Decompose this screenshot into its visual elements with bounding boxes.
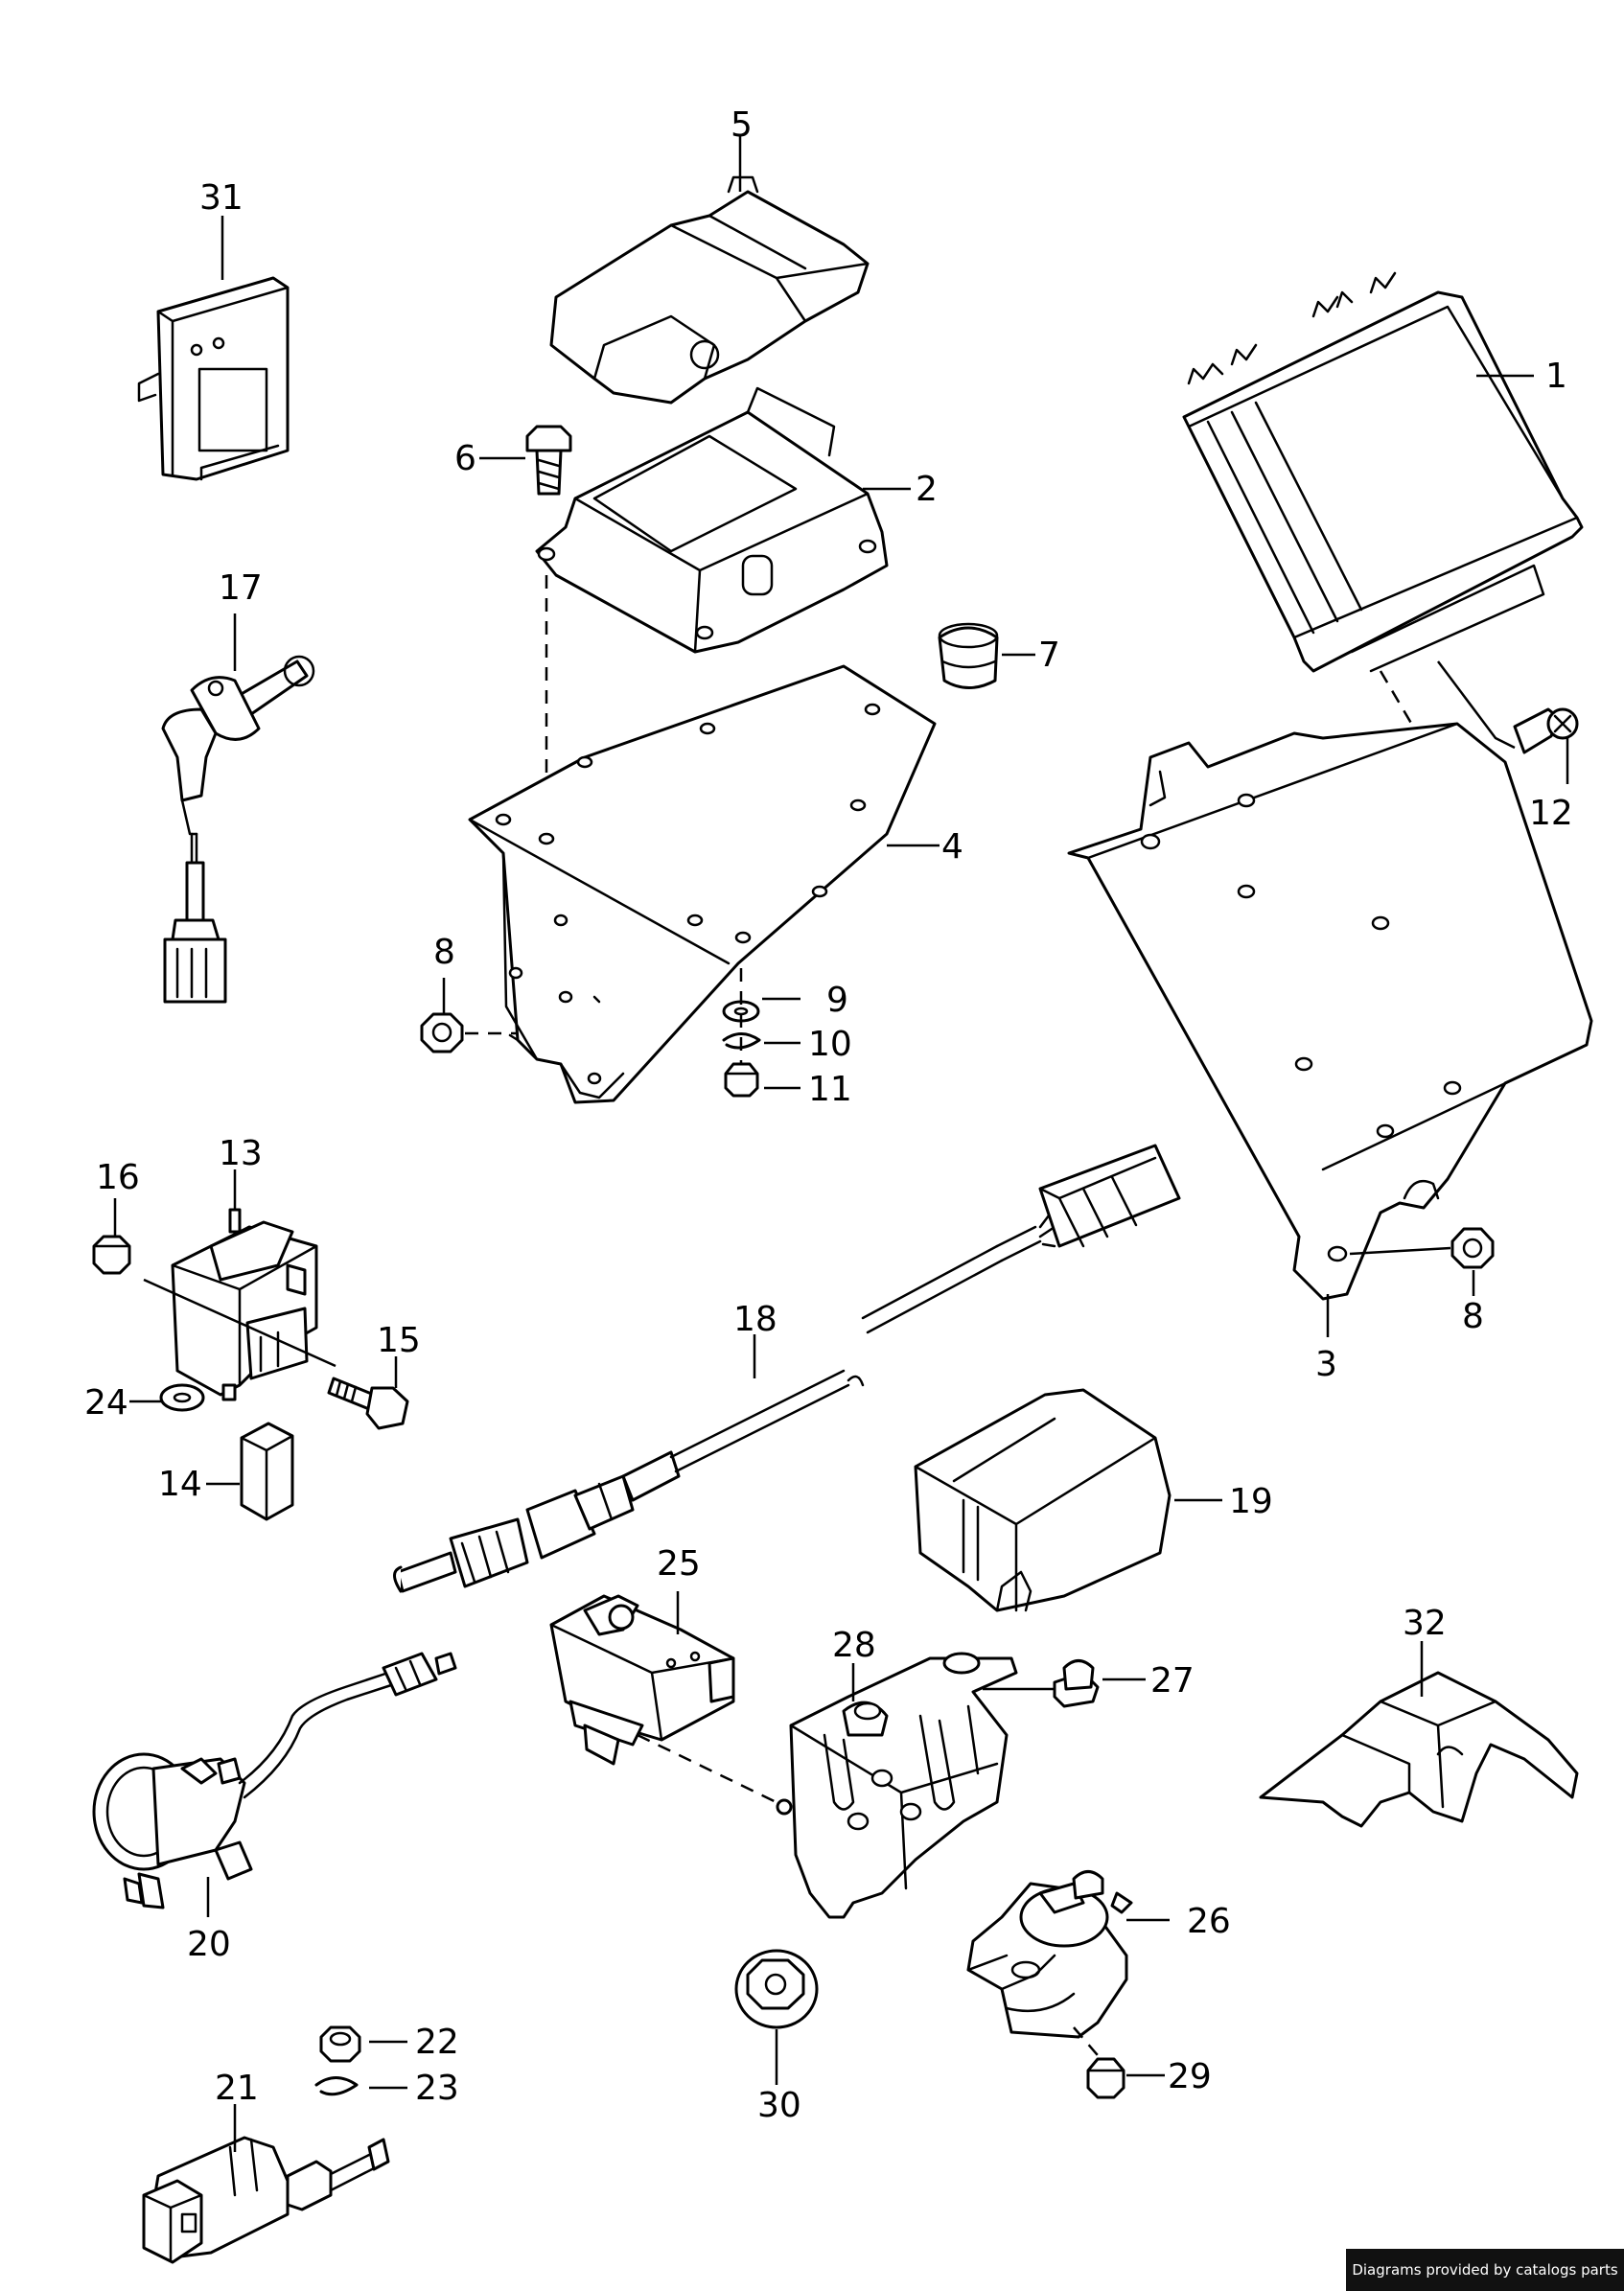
callout-7: 7 <box>1038 636 1060 675</box>
part-20-vacuum-unit <box>92 1652 457 1909</box>
callout-4: 4 <box>941 827 963 867</box>
part-22-nut <box>319 2025 361 2063</box>
part-16-nut <box>92 1235 131 1275</box>
part-19-module <box>914 1388 1172 1612</box>
callout-20: 20 <box>187 1925 231 1964</box>
callout-29: 29 <box>1168 2057 1212 2096</box>
part-4-bracket <box>468 664 937 1104</box>
callout-6: 6 <box>454 439 476 478</box>
part-13-valve <box>171 1208 318 1401</box>
callout-21: 21 <box>215 2069 259 2108</box>
callout-2: 2 <box>916 470 938 509</box>
callout-30: 30 <box>757 2086 801 2125</box>
part-6-bolt <box>525 425 572 496</box>
callout-5: 5 <box>731 105 753 145</box>
callout-15: 15 <box>377 1321 421 1360</box>
callout-23: 23 <box>415 2069 459 2108</box>
callout-17: 17 <box>219 568 263 608</box>
callout-labels: 1 2 3 4 5 6 7 8 8 9 10 11 12 13 14 15 16… <box>84 105 1573 2125</box>
callout-3: 3 <box>1315 1345 1337 1384</box>
callout-9: 9 <box>826 981 848 1020</box>
callout-18: 18 <box>733 1300 777 1339</box>
part-11-nut <box>724 1062 759 1098</box>
part-12-screw <box>1513 707 1579 754</box>
callout-14: 14 <box>158 1465 202 1504</box>
part-21-switch <box>142 2136 390 2264</box>
callout-16: 16 <box>96 1158 140 1197</box>
part-32-heat-shield <box>1259 1671 1579 1828</box>
part-14-connector <box>240 1422 294 1521</box>
callout-27: 27 <box>1150 1661 1195 1701</box>
callout-12: 12 <box>1529 794 1573 833</box>
part-24-washer <box>159 1383 205 1412</box>
part-28-bracket <box>776 1652 1018 1919</box>
part-8-nut-left <box>420 1012 464 1053</box>
callout-26: 26 <box>1187 1902 1231 1941</box>
part-3-bracket <box>1067 722 1593 1301</box>
part-26-converter <box>966 1870 1133 2039</box>
callout-22: 22 <box>415 2023 459 2062</box>
part-27-grommet <box>1053 1659 1100 1708</box>
part-25-valve <box>549 1594 735 1766</box>
callout-1: 1 <box>1545 357 1567 396</box>
part-29-nut <box>1086 2057 1125 2099</box>
callout-28: 28 <box>832 1626 876 1665</box>
callout-8-right: 8 <box>1462 1297 1484 1336</box>
callout-24: 24 <box>84 1383 128 1423</box>
part-15-bolt <box>327 1377 409 1430</box>
part-18-oxygen-sensor <box>393 1144 1181 1593</box>
part-23-lock-washer <box>314 2076 359 2096</box>
part-2-control-unit <box>535 386 889 654</box>
part-31-module <box>137 276 290 481</box>
part-17-sensor <box>161 655 315 1004</box>
callout-25: 25 <box>657 1544 701 1584</box>
callout-19: 19 <box>1229 1482 1273 1521</box>
callout-8-left: 8 <box>433 933 455 972</box>
part-5-cover <box>549 175 870 405</box>
callout-10: 10 <box>808 1025 852 1064</box>
credit-banner: Diagrams provided by catalogs parts <box>1346 2249 1624 2291</box>
callout-32: 32 <box>1403 1604 1447 1643</box>
part-8-nut-right <box>1450 1227 1495 1269</box>
callout-11: 11 <box>808 1070 852 1109</box>
part-7-plug <box>938 622 999 689</box>
part-1-control-unit <box>1182 271 1584 673</box>
part-30-flange-bolt <box>734 1949 819 2029</box>
callout-13: 13 <box>219 1134 263 1173</box>
callout-31: 31 <box>199 178 244 218</box>
